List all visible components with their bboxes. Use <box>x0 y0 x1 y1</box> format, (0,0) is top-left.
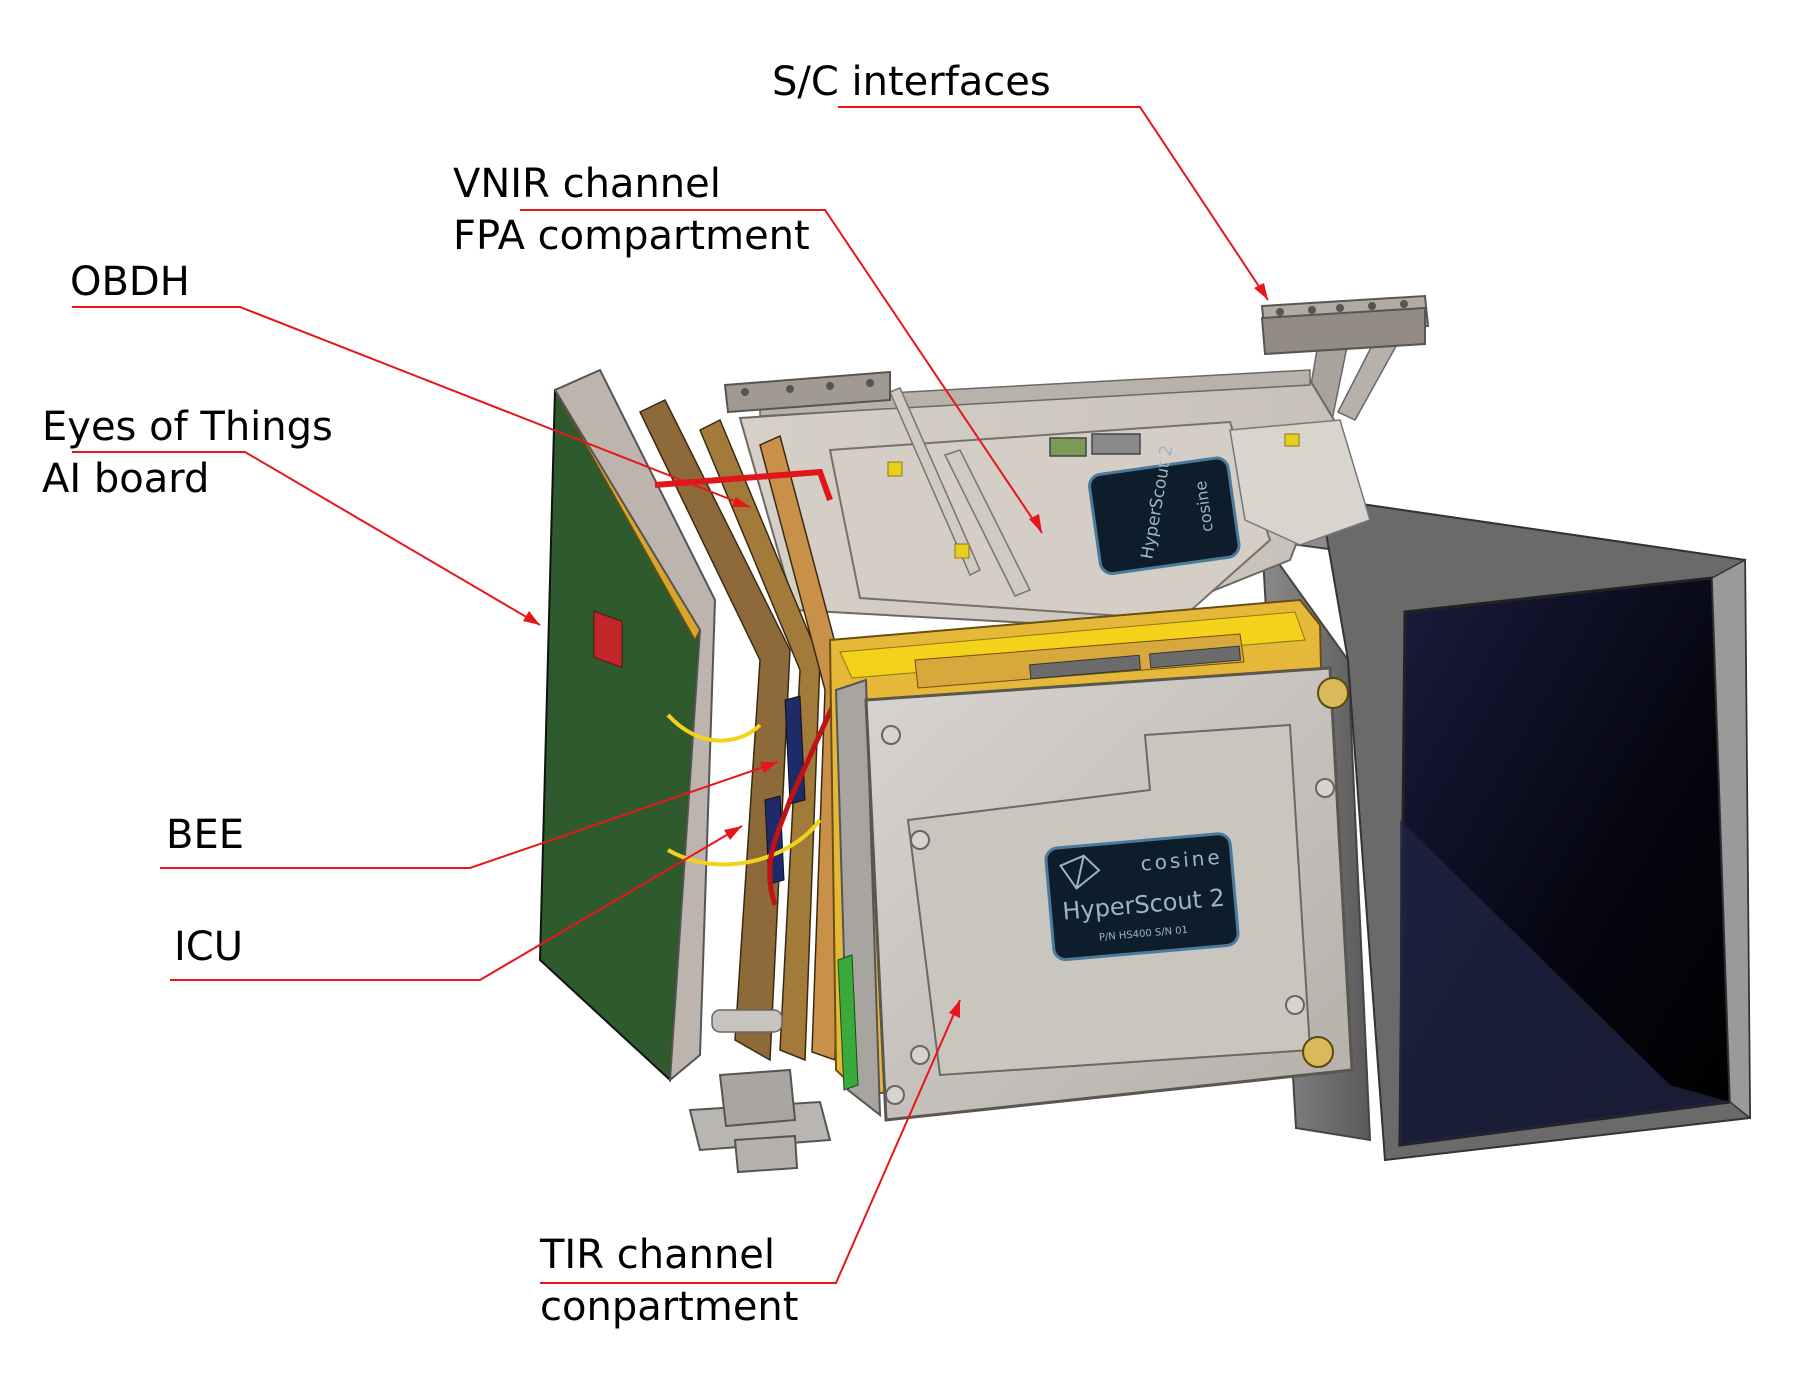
yellow-marker-3 <box>1284 433 1300 447</box>
red-chip <box>593 610 623 669</box>
leader-sc-interfaces <box>838 106 1269 301</box>
screw-4 <box>1285 995 1305 1015</box>
label-line: TIR channel <box>540 1232 776 1278</box>
label-obdh: OBDH <box>70 256 190 308</box>
label-line: Eyes of Things <box>42 404 333 450</box>
arrowhead-vnir <box>1029 514 1042 533</box>
screw-3 <box>910 830 930 850</box>
tir-housing: cosine HyperScout 2 P/N HS400 S/N 01 <box>828 598 1354 1122</box>
arrowhead-icu <box>724 826 742 840</box>
rod-2 <box>943 449 1032 597</box>
yellow-wire-1 <box>666 713 762 743</box>
green-side-board <box>837 954 859 1091</box>
label-eyes-of-things: Eyes of Things AI board <box>42 401 333 505</box>
label-tir-channel: TIR channel conpartment <box>540 1229 798 1333</box>
obdh-board <box>638 399 791 1062</box>
screw-6 <box>885 1085 905 1105</box>
leader-obdh <box>72 306 751 508</box>
label-line: conpartment <box>540 1284 799 1330</box>
baffle <box>1259 496 1752 1162</box>
leader-tir <box>540 999 961 1284</box>
eyes-of-things-side-plate <box>553 368 717 1083</box>
cosine-logo-icon <box>1058 854 1101 890</box>
bracket-bar-front <box>1260 306 1426 356</box>
connector-body <box>718 1068 797 1128</box>
standoff-bottom <box>711 1009 783 1033</box>
connector-pin-block <box>733 1134 799 1174</box>
label-line: FPA compartment <box>453 213 810 259</box>
label-line: BEE <box>166 812 244 858</box>
label-line: S/C interfaces <box>772 59 1051 105</box>
label-icu: ICU <box>174 921 243 973</box>
arrowhead-sc-interfaces <box>1254 283 1268 300</box>
label-line: VNIR channel <box>453 161 721 207</box>
top-cover-right <box>1229 419 1371 546</box>
leader-bee <box>160 761 779 869</box>
top-connector-1 <box>1049 437 1087 457</box>
rod-1 <box>889 387 981 577</box>
leader-icu <box>170 825 743 981</box>
yellow-marker-2 <box>954 543 970 559</box>
red-harness-1 <box>654 468 833 502</box>
label-line: ICU <box>174 924 244 970</box>
top-clamp <box>723 370 891 414</box>
screw-2 <box>1315 778 1335 798</box>
detached-connector <box>688 1068 832 1174</box>
tir-connector-2 <box>1149 645 1241 669</box>
baffle-rim-highlight <box>1711 558 1751 1120</box>
baffle-inner-bottom <box>1400 820 1730 1145</box>
brass-screw-bottom <box>1302 1036 1334 1068</box>
bee-board <box>699 418 821 1062</box>
label-sc-interfaces: S/C interfaces <box>772 56 1051 108</box>
yellow-marker-1 <box>887 461 903 477</box>
top-name-plate: cosine HyperScout 2 <box>1088 444 1241 575</box>
top-connector-2 <box>1091 433 1141 455</box>
label-line: OBDH <box>70 259 190 305</box>
arrowhead-bee <box>760 762 778 773</box>
label-bee: BEE <box>166 809 244 861</box>
screw-5 <box>910 1045 930 1065</box>
label-vnir-channel: VNIR channel FPA compartment <box>453 158 810 262</box>
housing-top: cosine HyperScout 2 <box>723 369 1371 630</box>
front-name-plate: cosine HyperScout 2 P/N HS400 S/N 01 <box>1044 832 1240 962</box>
leader-lines <box>72 106 1269 1284</box>
arrowhead-tir <box>949 1000 960 1018</box>
leader-vnir <box>520 209 1043 534</box>
arrowhead-eyes-of-things <box>523 611 540 625</box>
tir-connector-1 <box>1029 654 1141 680</box>
label-line: AI board <box>42 456 210 502</box>
leader-arrowheads <box>523 283 1268 1018</box>
brass-screw-top <box>1317 677 1349 709</box>
red-harness-2 <box>767 677 862 906</box>
screw-1 <box>881 725 901 745</box>
leader-eyes-of-things <box>72 451 541 626</box>
arrowhead-obdh <box>732 497 750 507</box>
